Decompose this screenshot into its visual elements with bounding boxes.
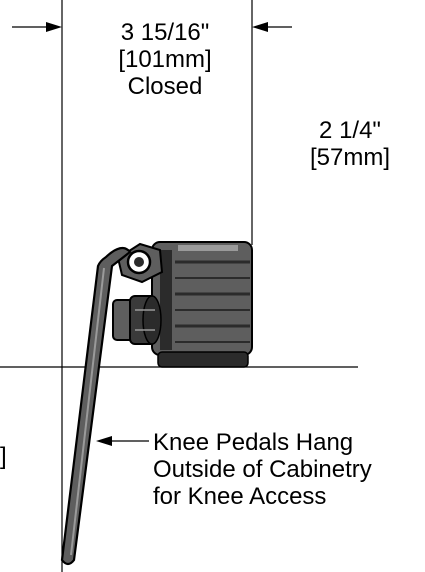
pedal-valve-body bbox=[151, 241, 253, 368]
pedal-connector bbox=[112, 295, 162, 345]
callout-leader bbox=[96, 436, 149, 446]
width-metric: 101mm bbox=[124, 46, 206, 73]
width-metric-row: [101mm] bbox=[78, 46, 252, 73]
knee-pedal-callout: Knee Pedals Hang Outside of Cabinetry fo… bbox=[153, 429, 372, 510]
knee-pedal-lever bbox=[60, 246, 132, 566]
callout-line-3: for Knee Access bbox=[153, 483, 327, 510]
width-state: Closed bbox=[127, 73, 203, 100]
height-metric: 57mm bbox=[316, 144, 384, 171]
bracket-close: ] bbox=[205, 46, 212, 73]
height-imperial: 2 1/4" bbox=[319, 117, 381, 144]
height-dimension-label: 2 1/4" [57mm] bbox=[287, 117, 413, 171]
bracket-close: ] bbox=[383, 144, 391, 171]
width-imperial: 3 15/16" bbox=[120, 19, 210, 46]
width-dimension-label: 3 15/16" [101mm] Closed bbox=[78, 19, 252, 100]
clipped-bracket: ] bbox=[0, 443, 7, 470]
callout-line-1: Knee Pedals Hang bbox=[153, 429, 354, 456]
callout-line-2: Outside of Cabinetry bbox=[153, 456, 372, 483]
height-metric-row: [57mm] bbox=[287, 144, 413, 171]
bracket-open: [ bbox=[309, 144, 317, 171]
width-dimension-arrows bbox=[12, 22, 292, 32]
bracket-open: [ bbox=[118, 46, 125, 73]
